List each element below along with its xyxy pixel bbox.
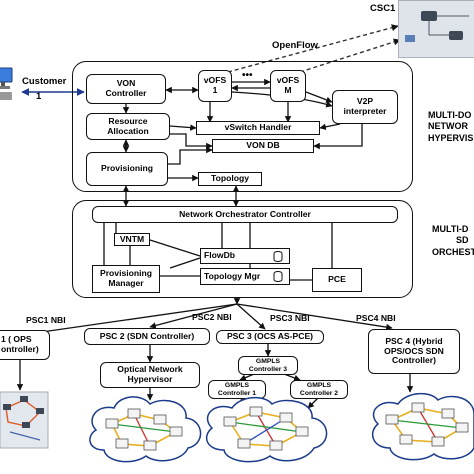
network-orchestrator-controller-box[interactable]: Network Orchestrator Controller bbox=[92, 206, 398, 223]
gmpls2-line2: Controller 2 bbox=[299, 389, 339, 397]
openflow-label: OpenFlow bbox=[272, 40, 318, 51]
gmpls3-line2: Controller 3 bbox=[248, 365, 288, 373]
gmpls1-line1: GMPLS bbox=[224, 381, 250, 389]
topology-label: Topology bbox=[210, 173, 250, 184]
provisioning-manager-line1: Provisioning bbox=[99, 268, 153, 279]
vswitch-handler-label: vSwitch Handler bbox=[224, 122, 292, 133]
network-hypervisor-container bbox=[72, 61, 413, 192]
vofs-1-line1: vOFS bbox=[203, 75, 227, 86]
provisioning-manager-line2: Manager bbox=[108, 278, 144, 288]
psc3-label: PSC 3 (OCS AS-PCE) bbox=[226, 331, 314, 342]
psc3-nbi-label: PSC3 NBI bbox=[270, 313, 310, 323]
computer-icon bbox=[0, 66, 16, 102]
hypervisor-side-line1: MULTI-DO bbox=[428, 110, 472, 120]
psc4-line1: PSC 4 (Hybrid bbox=[385, 335, 443, 346]
von-db-box[interactable]: VON DB bbox=[212, 139, 314, 153]
psc2-label: PSC 2 (SDN Controller) bbox=[99, 330, 195, 341]
vntm-label: VNTM bbox=[119, 233, 145, 244]
customer-label: Customer bbox=[22, 76, 67, 87]
v2p-line1: V2P bbox=[356, 96, 374, 107]
orchestrator-container bbox=[72, 200, 413, 298]
csc1-label: CSC1 bbox=[370, 3, 396, 14]
orchestrator-side-line1: MULTI-D bbox=[432, 224, 469, 234]
pce-box[interactable]: PCE bbox=[312, 268, 362, 292]
hypervisor-side-line3: HYPERVIS bbox=[428, 132, 474, 143]
psc1-line2: ontroller) bbox=[1, 344, 39, 354]
topology-mgr-label: Topology Mgr bbox=[204, 270, 261, 281]
orchestrator-side-line2: SD bbox=[456, 235, 469, 246]
noc-label: Network Orchestrator Controller bbox=[179, 208, 311, 219]
openflow-links bbox=[227, 24, 401, 73]
hypervisor-links bbox=[122, 78, 363, 207]
vofs-m-line2: M bbox=[284, 85, 292, 95]
von-controller-line1: VON bbox=[116, 78, 136, 89]
gmpls1-line2: Controller 1 bbox=[217, 389, 257, 397]
flowdb-label: FlowDb bbox=[204, 250, 236, 261]
psc4-line3: Controller) bbox=[392, 355, 436, 366]
customer-number: 1 bbox=[36, 91, 42, 102]
csc1-switch-icon bbox=[405, 11, 469, 42]
hypervisor-side-line2: NETWOR bbox=[428, 121, 468, 132]
pce-label: PCE bbox=[328, 274, 346, 285]
psc1-line1: 1 ( OPS bbox=[1, 334, 32, 345]
topology-box[interactable]: Topology bbox=[198, 172, 262, 186]
vofs-m-line1: vOFS bbox=[276, 75, 300, 86]
v2p-line2: interpreter bbox=[343, 106, 387, 116]
orchestrator-side-line3: ORCHEST bbox=[432, 246, 474, 257]
psc4-line2: OPS/OCS SDN bbox=[384, 345, 444, 356]
topology-mgr-box[interactable]: Topology Mgr bbox=[200, 268, 290, 285]
psc2-box[interactable]: PSC 2 (SDN Controller) bbox=[84, 328, 210, 345]
optical-hypervisor-line2: Hypervisor bbox=[127, 374, 173, 384]
resource-line1: Resource bbox=[108, 115, 148, 126]
provisioning-box[interactable]: Provisioning bbox=[86, 152, 168, 186]
psc2-nbi-label: PSC2 NBI bbox=[192, 312, 232, 322]
vswitch-handler-box[interactable]: vSwitch Handler bbox=[196, 121, 320, 135]
vofs-dots: ••• bbox=[242, 70, 253, 81]
vofs-1-line2: 1 bbox=[212, 85, 218, 95]
provisioning-label: Provisioning bbox=[100, 163, 154, 174]
topology-database-icon bbox=[273, 271, 283, 282]
psc3-box[interactable]: PSC 3 (OCS AS-PCE) bbox=[216, 330, 324, 344]
hypervisor-side-label: MULTI-DO NETWOR HYPERVIS bbox=[428, 110, 473, 144]
vntm-box[interactable]: VNTM bbox=[114, 233, 150, 246]
csc1-network-panel bbox=[398, 0, 474, 58]
von-controller-line2: Controller bbox=[105, 88, 147, 98]
resource-line2: Allocation bbox=[107, 125, 149, 136]
flowdb-box[interactable]: FlowDb bbox=[200, 248, 290, 264]
gmpls3-line1: GMPLS bbox=[255, 357, 281, 365]
flowdb-database-icon bbox=[273, 251, 283, 262]
psc1-nbi-label: PSC1 NBI bbox=[26, 315, 66, 325]
gmpls2-line1: GMPLS bbox=[306, 381, 332, 389]
psc4-nbi-label: PSC4 NBI bbox=[356, 313, 396, 323]
optical-hypervisor-line1: Optical Network bbox=[117, 364, 183, 375]
orchestrator-side-label: MULTI-D SD ORCHEST bbox=[432, 224, 474, 258]
von-db-label: VON DB bbox=[246, 140, 280, 151]
